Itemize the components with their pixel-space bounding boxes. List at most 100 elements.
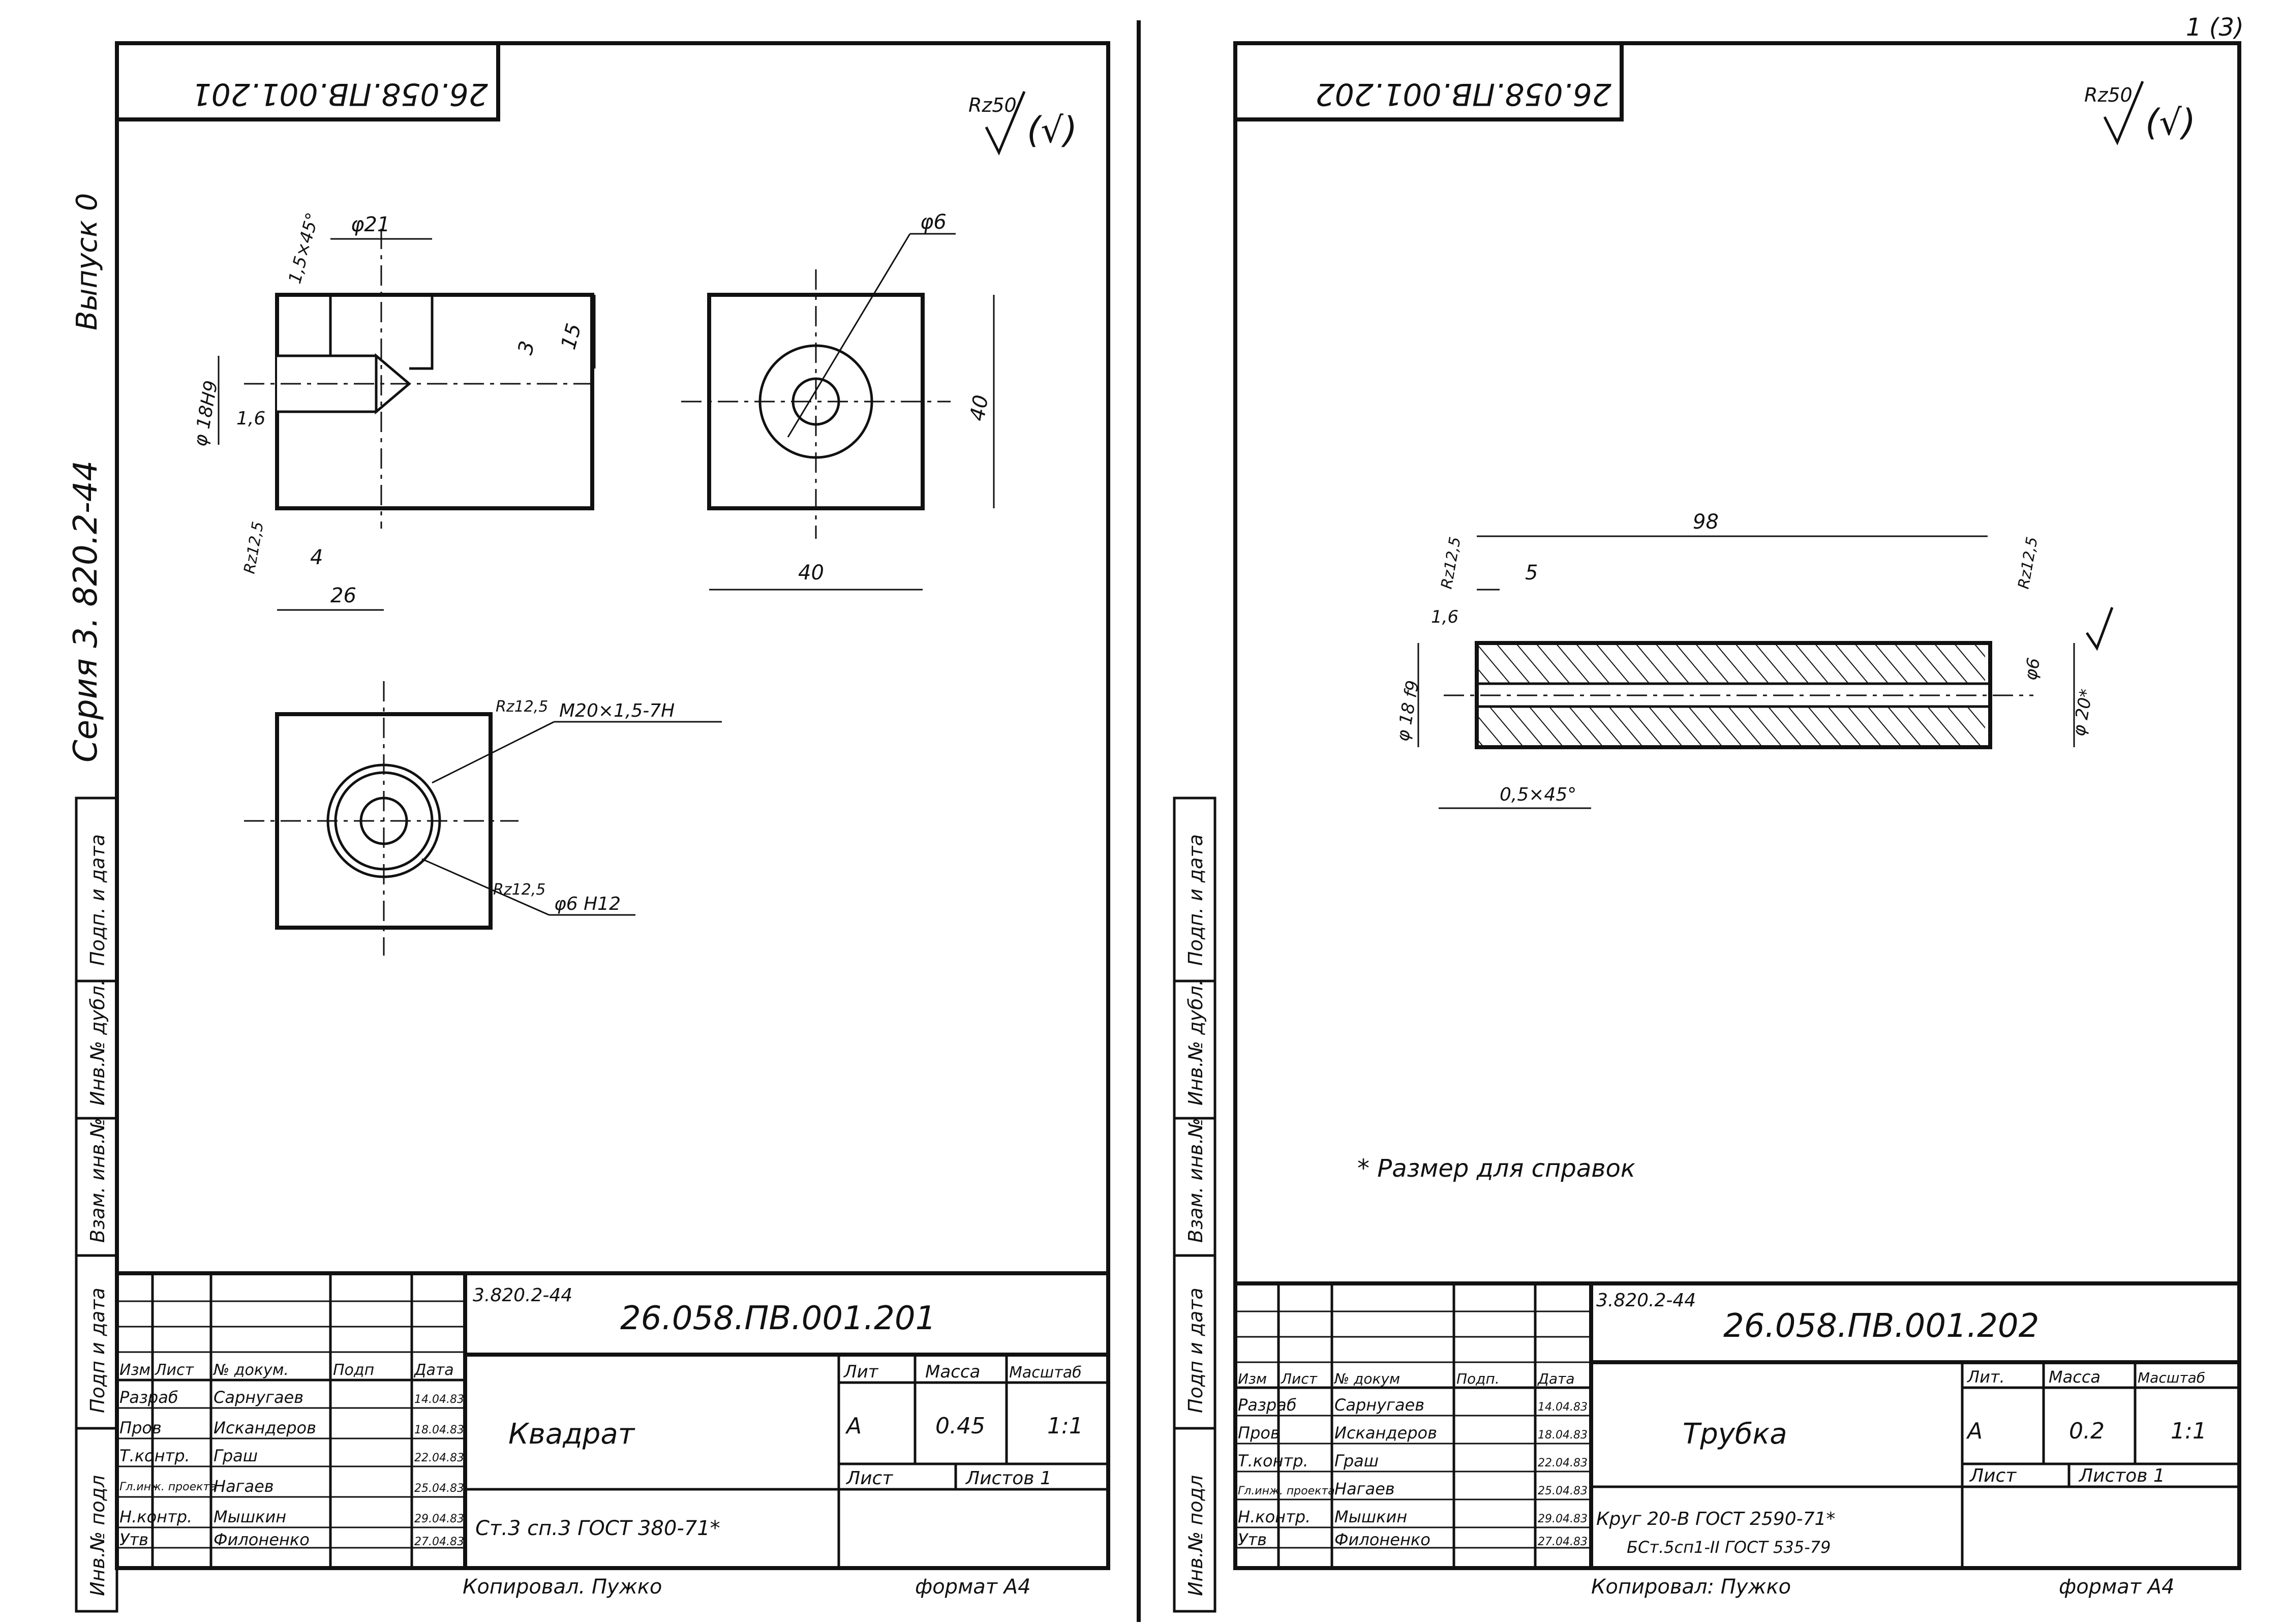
svg-text:№ докум.: № докум.: [212, 1361, 289, 1379]
series-label: Серия 3. 820.2-44: [67, 461, 105, 762]
svg-text:Лит: Лит: [843, 1362, 879, 1382]
svg-text:0,5×45°: 0,5×45°: [1500, 784, 1576, 805]
svg-text:А: А: [845, 1413, 862, 1439]
svg-text:φ6: φ6: [920, 210, 947, 234]
svg-text:0.45: 0.45: [935, 1413, 985, 1439]
svg-text:Искандеров: Искандеров: [1334, 1423, 1437, 1443]
svg-text:Гл.инж. проекта: Гл.инж. проекта: [1238, 1485, 1335, 1497]
sheet-1-section-view: φ21 1,5×45° 15 3 φ 18H9 1,6 Rz12,5 4 26: [190, 210, 600, 611]
svg-text:(√): (√): [2145, 102, 2196, 143]
svg-text:Rz12,5: Rz12,5: [240, 520, 267, 575]
svg-text:Масса: Масса: [925, 1362, 980, 1382]
svg-text:Нагаев: Нагаев: [214, 1477, 274, 1496]
svg-text:Сарнугаев: Сарнугаев: [214, 1388, 303, 1407]
svg-text:Граш: Граш: [214, 1446, 258, 1465]
svg-text:25.04.83: 25.04.83: [1538, 1485, 1588, 1497]
svg-text:Пров: Пров: [119, 1418, 162, 1437]
left-stamp-column: Подп. и дата Инв.№ дубл. Взам. инв.№ Под…: [75, 796, 118, 1613]
sheet-2-title-block: Изм Лист № докум Подп. Дата Разраб Сарну…: [1233, 1281, 2241, 1570]
svg-text:26.058.ПВ.001.202: 26.058.ПВ.001.202: [1723, 1307, 2039, 1345]
stamp2-field-5: Инв.№ подл: [1184, 1475, 1207, 1596]
svg-text:27.04.83: 27.04.83: [414, 1536, 464, 1548]
stamp-field-4: Подп и дата: [86, 1288, 109, 1413]
stamp-field-3: Взам. инв.№: [86, 1118, 109, 1243]
svg-text:18.04.83: 18.04.83: [1538, 1429, 1588, 1442]
svg-text:3: 3: [513, 339, 539, 357]
svg-text:3.820.2-44: 3.820.2-44: [473, 1285, 572, 1306]
sheet-1-side-view: φ6 40 40: [681, 210, 995, 591]
svg-text:27.04.83: 27.04.83: [1538, 1536, 1588, 1548]
svg-text:4: 4: [310, 546, 323, 569]
svg-text:Гл.инж. проекта: Гл.инж. проекта: [119, 1481, 217, 1493]
svg-text:φ6: φ6: [2020, 656, 2044, 682]
svg-text:Сарнугаев: Сарнугаев: [1334, 1395, 1424, 1415]
svg-text:26.058.ПВ.001.201: 26.058.ПВ.001.201: [620, 1300, 936, 1337]
svg-text:Rz12,5: Rz12,5: [1438, 535, 1464, 590]
svg-text:14.04.83: 14.04.83: [414, 1393, 464, 1406]
svg-text:5: 5: [1525, 561, 1538, 585]
svg-text:Rz50: Rz50: [2084, 84, 2133, 106]
right-stamp-column: Подп. и дата Инв.№ дубл. Взам. инв.№ Под…: [1173, 796, 1216, 1613]
svg-text:Разраб: Разраб: [119, 1388, 178, 1407]
svg-text:14.04.83: 14.04.83: [1538, 1401, 1588, 1414]
svg-text:29.04.83: 29.04.83: [414, 1513, 464, 1525]
sheet-1-plan-view: Rz12,5 M20×1,5-7H Rz12,5 φ6 H12: [244, 681, 722, 956]
svg-text:Rz50: Rz50: [968, 94, 1017, 116]
svg-text:φ21: φ21: [351, 213, 390, 236]
issue-label: Выпуск 0: [71, 193, 104, 330]
svg-text:φ 20*: φ 20*: [2068, 688, 2097, 738]
sheet-1-top-code-box: [115, 41, 500, 121]
sheet-2-top-code-box: [1233, 41, 1624, 121]
svg-text:Филоненко: Филоненко: [214, 1530, 310, 1549]
sheet-1-format: формат А4: [915, 1575, 1031, 1599]
svg-text:Лит.: Лит.: [1967, 1367, 2005, 1387]
svg-text:Лист: Лист: [845, 1468, 893, 1489]
svg-text:Масштаб: Масштаб: [1009, 1364, 1082, 1382]
svg-text:1,6: 1,6: [236, 408, 265, 429]
svg-text:Т.контр.: Т.контр.: [1238, 1451, 1308, 1470]
svg-text:26: 26: [330, 584, 356, 607]
svg-text:Масштаб: Масштаб: [2138, 1369, 2205, 1386]
svg-text:Дата: Дата: [413, 1361, 454, 1379]
svg-text:Подп.: Подп.: [1456, 1370, 1500, 1387]
svg-text:Нагаев: Нагаев: [1334, 1479, 1395, 1498]
svg-text:Филоненко: Филоненко: [1334, 1530, 1430, 1549]
svg-text:M20×1,5-7H: M20×1,5-7H: [559, 700, 675, 721]
svg-text:Трубка: Трубка: [1683, 1418, 1787, 1451]
svg-text:Rz12,5: Rz12,5: [493, 881, 545, 899]
svg-text:Изм: Изм: [119, 1361, 150, 1379]
sheet-2: 26.058.ПВ.001.202 Rz50 (√) 98 5 Rz12,5 1…: [1233, 41, 2241, 1599]
svg-text:А: А: [1966, 1418, 1983, 1444]
svg-text:Изм: Изм: [1238, 1370, 1267, 1387]
svg-text:Rz12,5: Rz12,5: [496, 698, 548, 716]
stamp2-field-3: Взам. инв.№: [1184, 1118, 1207, 1243]
svg-text:15: 15: [557, 321, 586, 352]
svg-text:Утв: Утв: [119, 1530, 148, 1549]
svg-text:φ6 H12: φ6 H12: [554, 894, 621, 914]
svg-text:Ст.3 сп.3 ГОСТ 380-71*: Ст.3 сп.3 ГОСТ 380-71*: [475, 1517, 720, 1540]
sheet-2-top-code: 26.058.ПВ.001.202: [1316, 76, 1611, 112]
svg-text:Н.контр.: Н.контр.: [119, 1507, 192, 1526]
svg-text:Листов 1: Листов 1: [2078, 1465, 2165, 1486]
svg-text:22.04.83: 22.04.83: [1538, 1457, 1588, 1469]
svg-text:Искандеров: Искандеров: [214, 1418, 316, 1437]
svg-text:3.820.2-44: 3.820.2-44: [1596, 1290, 1696, 1311]
svg-text:№ докум: № докум: [1333, 1370, 1400, 1387]
stamp2-field-2: Инв.№ дубл.: [1184, 979, 1207, 1106]
svg-text:25.04.83: 25.04.83: [414, 1482, 464, 1495]
svg-text:Мышкин: Мышкин: [214, 1507, 286, 1526]
svg-text:1:1: 1:1: [2171, 1418, 2207, 1444]
sheet-2-roughness: Rz50 (√): [2084, 81, 2196, 146]
sheet-2-copied: Копировал: Пужко: [1591, 1575, 1791, 1599]
svg-text:Лист: Лист: [1969, 1465, 2017, 1486]
svg-text:1,6: 1,6: [1431, 607, 1458, 627]
svg-text:18.04.83: 18.04.83: [414, 1424, 464, 1436]
svg-text:(√): (√): [1027, 109, 1077, 151]
svg-text:Квадрат: Квадрат: [508, 1418, 635, 1451]
corner-mark: 1 (3): [2186, 13, 2244, 42]
svg-text:1,5×45°: 1,5×45°: [285, 210, 323, 286]
sheet-1: 26.058.ПВ.001.201 Rz50 (√) φ21 1,5×45° 1…: [115, 41, 1110, 1599]
svg-text:БСт.5сп1-II ГОСТ 535-79: БСт.5сп1-II ГОСТ 535-79: [1627, 1538, 1831, 1557]
